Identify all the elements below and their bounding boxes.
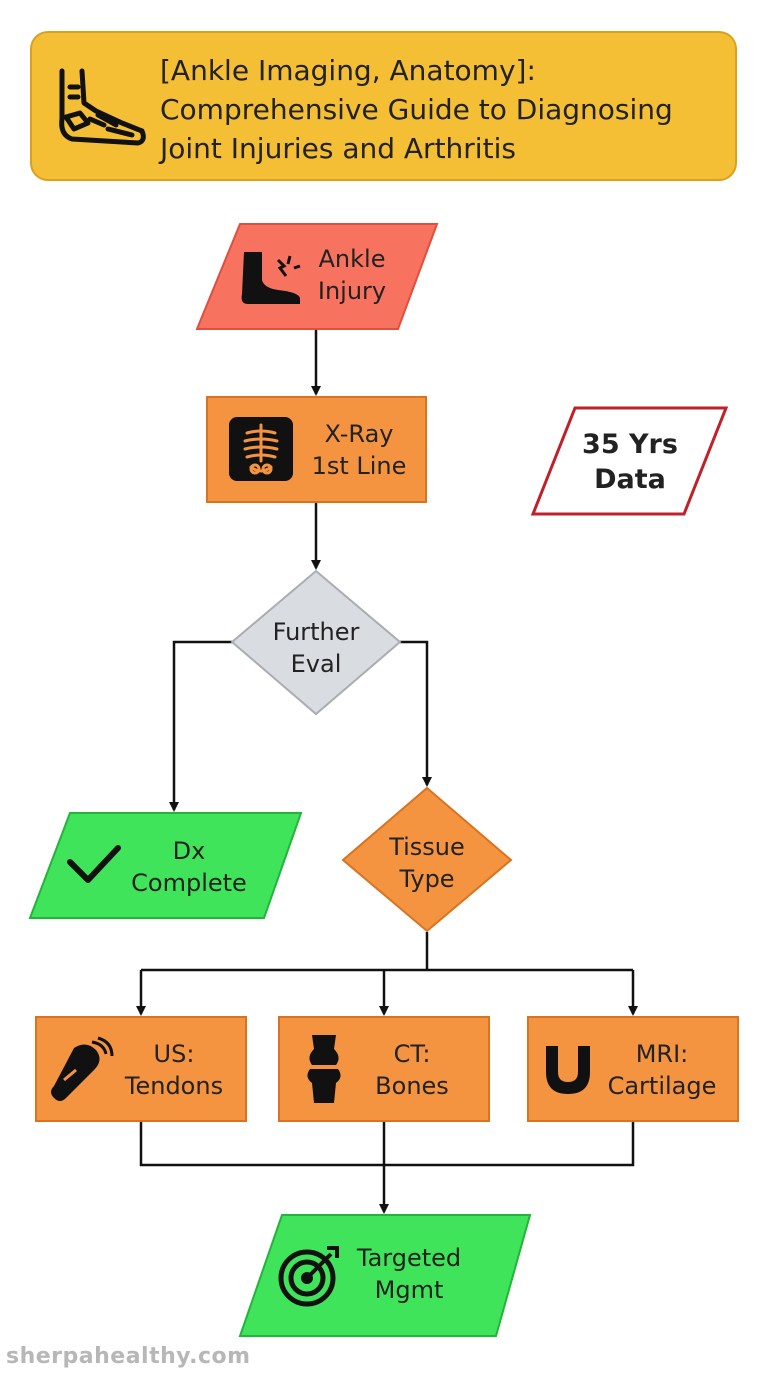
label-tissue-type: Tissue Type [372,831,482,895]
magnet-icon [546,1046,590,1094]
title-line-2: Comprehensive Guide to Diagnosing [160,93,673,126]
label-targeted: Targeted Mgmt [342,1242,476,1306]
label-targeted-line-2: Mgmt [374,1276,444,1304]
foot-skeleton-icon [59,68,146,146]
label-stats-line-1: 35 Yrs [582,429,678,460]
label-tissue-type-line-2: Type [399,865,455,893]
label-further-eval-line-2: Eval [290,650,342,678]
label-stats: 35 Yrs Data [560,427,700,497]
label-tissue-type-line-1: Tissue [389,833,465,861]
label-ankle-injury-line-2: Injury [317,277,387,305]
label-further-eval-line-1: Further [272,618,360,646]
label-dx-complete-line-1: Dx [172,837,206,865]
title-line-1: [Ankle Imaging, Anatomy]: [160,54,536,87]
target-icon [278,1246,339,1307]
label-dx-complete-line-2: Complete [131,869,247,897]
knee-joint-icon [307,1035,341,1103]
label-dx-complete: Dx Complete [118,835,260,899]
label-ct-line-1: CT: [393,1040,431,1068]
node-mri [527,1016,739,1122]
label-further-eval: Further Eval [256,616,376,680]
page-title: [Ankle Imaging, Anatomy]: Comprehensive … [160,51,730,168]
title-banner: [Ankle Imaging, Anatomy]: Comprehensive … [30,31,737,181]
label-xray-line-2: 1st Line [311,452,407,480]
label-us-line-2: Tendons [124,1072,224,1100]
label-mri: MRI: Cartilage [598,1038,726,1102]
connector-eval-tissue [400,640,432,787]
label-xray: X-Ray 1st Line [300,418,418,482]
connector-eval-dx [169,640,232,812]
label-mri-line-2: Cartilage [607,1072,717,1100]
label-mri-line-1: MRI: [635,1040,689,1068]
label-us: US: Tendons [112,1038,236,1102]
node-further-eval [230,569,402,716]
node-dx-complete [28,812,303,919]
title-line-3: Joint Injuries and Arthritis [160,132,516,165]
bus-line-bottom [139,1122,635,1167]
label-stats-line-2: Data [594,464,666,495]
node-stats [530,406,729,516]
label-us-line-1: US: [153,1040,195,1068]
label-ankle-injury-line-1: Ankle [318,245,386,273]
label-ct: CT: Bones [360,1038,464,1102]
injured-foot-icon [241,252,301,304]
label-ct-line-2: Bones [375,1072,449,1100]
checkmark-icon [67,845,121,883]
label-ankle-injury: Ankle Injury [300,243,404,307]
xray-icon [229,417,293,481]
label-targeted-line-1: Targeted [356,1244,462,1272]
node-tissue-type [341,786,513,933]
footer-watermark: sherpahealthy.com [6,1344,251,1369]
ultrasound-probe-icon [51,1036,114,1101]
label-xray-line-1: X-Ray [324,420,394,448]
